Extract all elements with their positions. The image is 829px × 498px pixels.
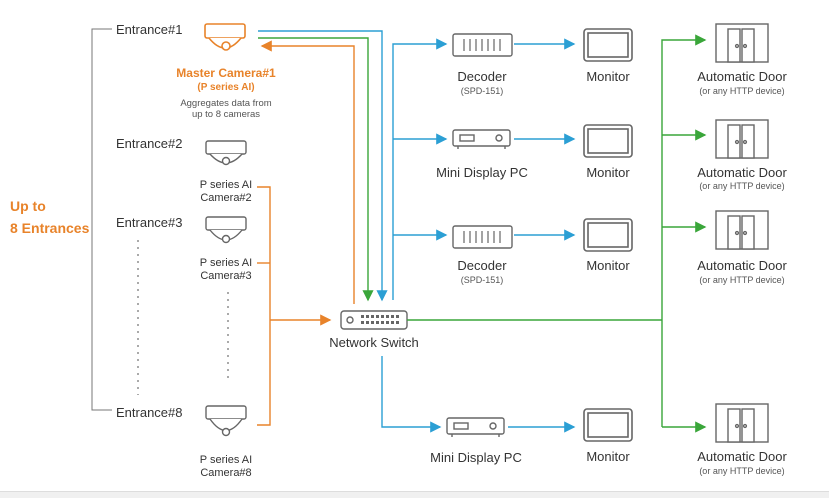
master-camera-subtitle: (P series AI) xyxy=(197,82,255,93)
master-camera-icon xyxy=(204,23,246,51)
monitor-1-icon xyxy=(583,28,633,62)
monitor-1-label: Monitor xyxy=(586,69,630,84)
camera-3-label: P series AI Camera#3 xyxy=(199,257,253,282)
device-1-label: Decoder xyxy=(457,69,507,84)
door-1-label: Automatic Door xyxy=(697,69,787,84)
mini-pc-1-icon xyxy=(452,129,511,149)
door-1-sub: (or any HTTP device) xyxy=(699,86,785,96)
camera-8-icon xyxy=(205,405,247,437)
door-2-sub: (or any HTTP device) xyxy=(699,181,785,191)
monitor-3-label: Monitor xyxy=(586,258,630,273)
door-3-sub: (or any HTTP device) xyxy=(699,275,785,285)
entrance-1-label: Entrance#1 xyxy=(116,22,183,37)
door-4-icon xyxy=(715,403,769,443)
camera-3-icon xyxy=(205,216,247,244)
bottom-divider xyxy=(0,491,829,498)
network-switch-icon xyxy=(340,310,408,330)
monitor-2-label: Monitor xyxy=(586,165,630,180)
device-2-label: Mini Display PC xyxy=(436,165,528,180)
door-1-icon xyxy=(715,23,769,63)
entrance-8-label: Entrance#8 xyxy=(116,405,183,420)
camera-2-icon xyxy=(205,140,247,166)
camera-bus-lines xyxy=(257,40,355,426)
decoder-1-icon xyxy=(452,33,513,57)
device-1-sub: (SPD-151) xyxy=(460,86,504,96)
camera-8-label: P series AI Camera#8 xyxy=(199,454,253,479)
device-3-label: Decoder xyxy=(457,258,507,273)
camera-2-label: P series AI Camera#2 xyxy=(199,179,253,204)
master-camera-note: Aggregates data from up to 8 cameras xyxy=(180,98,272,120)
network-switch-label: Network Switch xyxy=(329,335,419,350)
device-4-label: Mini Display PC xyxy=(430,450,522,465)
entrance-2-label: Entrance#2 xyxy=(116,136,183,151)
door-3-label: Automatic Door xyxy=(697,258,787,273)
mini-pc-2-icon xyxy=(446,417,505,437)
monitor-4-label: Monitor xyxy=(586,449,630,464)
door-4-sub: (or any HTTP device) xyxy=(699,466,785,476)
monitor-3-icon xyxy=(583,218,633,252)
monitor-2-icon xyxy=(583,124,633,158)
monitor-4-icon xyxy=(583,408,633,442)
door-2-icon xyxy=(715,119,769,159)
door-4-label: Automatic Door xyxy=(697,449,787,464)
entrance-bracket xyxy=(91,28,112,411)
master-to-switch-lines xyxy=(258,30,388,302)
decoder-2-icon xyxy=(452,225,513,249)
master-camera-title: Master Camera#1 xyxy=(176,66,276,80)
door-3-icon xyxy=(715,210,769,250)
door-bus-lines xyxy=(407,34,707,433)
group-label: Up to 8 Entrances xyxy=(10,198,90,236)
door-2-label: Automatic Door xyxy=(697,165,787,180)
display-bus-lines xyxy=(381,38,576,433)
device-3-sub: (SPD-151) xyxy=(460,275,504,285)
entrance-3-label: Entrance#3 xyxy=(116,215,183,230)
